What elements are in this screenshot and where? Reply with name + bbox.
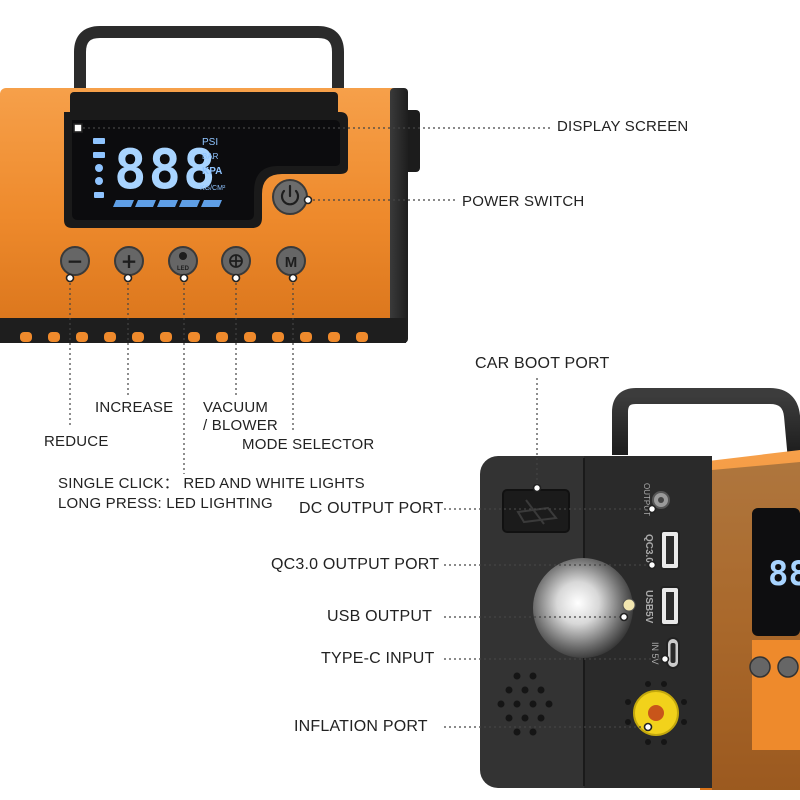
power-icon <box>280 184 300 206</box>
reduce-button[interactable] <box>60 246 90 276</box>
marker-display-screen <box>73 123 83 133</box>
front-buttons: − + LED M <box>60 246 306 276</box>
battery-level-bars <box>113 200 222 207</box>
back-view-device: 888 <box>480 388 800 790</box>
motorbike-icon <box>93 152 105 158</box>
led-lamp <box>533 558 633 658</box>
label-vacuum-blower: VACUUM / BLOWER <box>203 399 278 434</box>
device-handle <box>74 26 344 95</box>
marker-car-boot <box>532 483 542 493</box>
label-typec-input: TYPE-C INPUT <box>321 650 435 667</box>
label-car-boot-port: CAR BOOT PORT <box>475 355 610 372</box>
ball-icon <box>95 177 103 185</box>
dc-output-text: OUTPUT <box>642 483 651 516</box>
reduce-symbol: − <box>67 249 84 273</box>
left-speaker-grille <box>497 672 553 736</box>
label-mode-selector: MODE SELECTOR <box>242 436 375 453</box>
typec-text: IN 5V <box>650 642 660 665</box>
marker-qc30 <box>647 560 657 570</box>
label-reduce: REDUCE <box>44 433 109 450</box>
label-increase: INCREASE <box>95 399 174 416</box>
side-screen <box>752 508 800 636</box>
fan-icon <box>229 254 243 268</box>
marker-mode <box>288 273 298 283</box>
car-boot-port <box>502 489 570 533</box>
increase-symbol: + <box>121 249 138 273</box>
inflation-port-center <box>648 705 664 721</box>
label-inflation-port: INFLATION PORT <box>294 718 428 735</box>
display-digits: 888 <box>114 138 218 201</box>
marker-power-switch <box>303 195 313 205</box>
marker-vacuum <box>231 273 241 283</box>
side-increase-button[interactable] <box>777 656 799 678</box>
marker-increase <box>123 273 133 283</box>
led-lamp-bulb <box>622 598 636 612</box>
marker-usb <box>619 612 629 622</box>
battery-icon <box>94 192 104 198</box>
marker-inflation <box>643 722 653 732</box>
label-display-screen: DISPLAY SCREEN <box>557 118 689 135</box>
right-speaker-grille <box>625 681 687 745</box>
label-led-long-press: LONG PRESS: LED LIGHTING <box>58 495 273 512</box>
label-usb-output: USB OUTPUT <box>327 608 433 625</box>
side-reduce-button[interactable] <box>749 656 771 678</box>
bicycle-icon <box>95 164 103 172</box>
front-view-device: 888 PSI BAR KPA KG/CM² − + LED <box>0 26 420 343</box>
usb-text: USB5V <box>643 590 654 624</box>
screen-mode-icons <box>93 138 105 198</box>
label-power-switch: POWER SWITCH <box>462 193 585 210</box>
unit-psi: PSI <box>202 137 218 148</box>
label-led-single-click: SINGLE CLICK： RED AND WHITE LIGHTS <box>58 475 365 492</box>
qc30-text: QC3.0 <box>643 534 654 563</box>
back-device-handle <box>612 388 800 461</box>
callout-markers <box>65 123 670 732</box>
bulb-icon <box>179 252 187 260</box>
bottom-strip <box>0 318 406 343</box>
marker-led <box>179 273 189 283</box>
unit-kgcm: KG/CM² <box>200 185 226 192</box>
car-icon <box>93 138 105 144</box>
car-boot-icon <box>516 499 558 525</box>
marker-typec <box>660 654 670 664</box>
unit-kpa: KPA <box>202 166 222 177</box>
callout-lines <box>69 127 665 728</box>
unit-bar: BAR <box>202 152 219 161</box>
marker-reduce <box>65 273 75 283</box>
display-screen <box>72 120 340 220</box>
label-dc-output-port: DC OUTPUT PORT <box>299 500 444 517</box>
label-qc30-output-port: QC3.0 OUTPUT PORT <box>271 556 440 573</box>
marker-dc-output <box>647 504 657 514</box>
bottom-vents <box>20 332 368 342</box>
device-endcap <box>390 88 408 343</box>
led-text: LED <box>177 266 190 272</box>
side-screen-digits: 888 <box>768 554 800 594</box>
mode-symbol: M <box>285 254 298 271</box>
